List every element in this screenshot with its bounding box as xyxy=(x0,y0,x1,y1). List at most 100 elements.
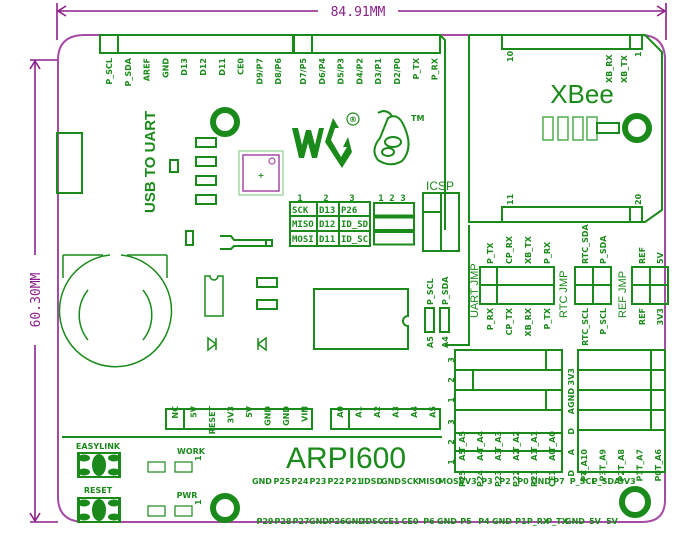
i2c-jumper: P_SCL P_SDA A5 A4 xyxy=(424,276,450,348)
pi-pin-label: GND xyxy=(309,517,329,526)
spi-cell: P26 xyxy=(341,206,357,216)
header-pin-label: D8/P6 xyxy=(274,58,283,85)
smd-pads-pair xyxy=(256,277,278,310)
row-number: 3 xyxy=(447,419,456,425)
t-label: T_A6 xyxy=(654,449,663,471)
row-number: 1 xyxy=(447,397,456,403)
svg-text:+: + xyxy=(258,171,265,180)
row-number: 2 xyxy=(447,439,456,445)
header-pin-label: D12 xyxy=(199,58,208,76)
jumper-slot xyxy=(373,202,415,217)
rtc-bottom-label: RTC_SCL xyxy=(581,308,590,346)
pi-pin-label: GND xyxy=(565,517,585,526)
pwr-led: PWR 1 xyxy=(147,491,203,517)
xbee-pin-20: 20 xyxy=(634,193,643,205)
uart-top-label: P_RX xyxy=(543,241,552,264)
pi-pin-label: IDSC xyxy=(362,517,383,526)
pi-pin-label: P_SCL xyxy=(570,477,597,486)
height-label: 60.30MM xyxy=(29,272,44,327)
t-label: T_A9 xyxy=(599,449,608,471)
ref-bottom-label: 3V3 xyxy=(656,308,665,325)
header-pin-label: GND xyxy=(161,58,170,78)
analog-pin-label: A1 xyxy=(355,406,364,418)
spi-cell: D13 xyxy=(319,206,335,216)
a-label: A5 xyxy=(458,449,467,461)
row-number: 1 xyxy=(447,459,456,465)
t-label: T_A5 xyxy=(458,431,467,453)
resistor xyxy=(185,230,194,246)
pi-pin-label: 5V xyxy=(606,517,619,526)
pi-pin-label: P28 xyxy=(275,517,292,526)
xbee-module: 10 1 11 20 XB_RX XB_TX XBee xyxy=(468,34,663,223)
a-label: A3 xyxy=(494,449,503,461)
width-dimension: 84.91MM xyxy=(56,3,667,40)
ref-bottom-label: REF xyxy=(638,308,647,325)
uart-bottom-label: P_RX xyxy=(486,307,495,330)
analog-pin-label: A0 xyxy=(336,406,345,418)
spi-cell: SCK xyxy=(292,206,309,216)
p-label: P3 xyxy=(599,470,608,481)
power-pin-label: 5V xyxy=(190,405,199,418)
analog-pin-label: A4 xyxy=(410,406,419,418)
analog-pin-label: A5 xyxy=(429,406,438,418)
waveshare-logo: ® xyxy=(292,112,360,168)
header-pin-label: D5/P3 xyxy=(337,58,346,85)
height-dimension: 60.30MM xyxy=(29,59,58,523)
ref-jmp-title: REF JMP xyxy=(617,271,629,318)
p-label: P1 xyxy=(636,470,645,482)
header-pin-label: D7/P5 xyxy=(299,58,308,85)
p-label: P23 xyxy=(494,470,503,487)
header-pin-label: D6/P4 xyxy=(318,58,327,85)
usb-connector xyxy=(56,132,83,194)
i2c-top-label-sda: P_SDA xyxy=(441,276,450,305)
width-label: 84.91MM xyxy=(331,5,386,20)
p-label: P21 xyxy=(530,470,539,487)
pi-pin-label: CE1 xyxy=(383,517,400,526)
easylink-button[interactable]: EASYLINK xyxy=(76,442,121,478)
work-label: WORK xyxy=(177,447,206,456)
easylink-label: EASYLINK xyxy=(76,442,121,451)
pi-pin-label: P2 xyxy=(499,477,510,486)
xbee-title: XBee xyxy=(550,79,614,109)
power-pin-label: RESET xyxy=(208,405,217,434)
reset-button[interactable]: RESET xyxy=(77,486,121,523)
pi-pin-label: P23 xyxy=(310,477,327,486)
power-pin-label: GND xyxy=(282,406,291,426)
i2c-bottom-label-a4: A4 xyxy=(441,336,450,348)
header-pin-label: P_TX xyxy=(412,57,421,79)
spi-col-number: 2 xyxy=(323,194,328,204)
board-title: ARPI600 xyxy=(286,442,406,475)
header-pin-label: AREF xyxy=(143,58,152,81)
jumper-slot xyxy=(373,216,415,231)
rtc-bottom-label: P_SCL xyxy=(599,308,608,335)
pi-pin-label: P29 xyxy=(257,517,274,526)
uart-bottom-label: P_TX xyxy=(543,307,552,329)
header-pin-label: D13 xyxy=(180,58,189,76)
t-label: T_A1 xyxy=(530,431,539,453)
i2c-bottom-label-a5: A5 xyxy=(426,336,435,348)
side-label: GND xyxy=(567,388,576,408)
pi-pin-label: P3 xyxy=(481,477,492,486)
pi-pin-label: P7 xyxy=(553,477,564,486)
pi-pin-label: SCK xyxy=(401,477,420,486)
xbee-rx-label: XB_RX xyxy=(605,54,614,83)
spi-cell: D12 xyxy=(319,220,335,230)
t-label: T_A3 xyxy=(494,431,503,452)
power-pin-label: NC xyxy=(171,406,180,419)
pi-pin-label: P4 xyxy=(478,517,490,526)
smd-pads-column xyxy=(195,137,217,205)
pi-pin-label: GND xyxy=(437,517,457,526)
pi-pin-label: P_RX xyxy=(527,517,550,526)
uart-bottom-label: CP_TX xyxy=(505,307,514,335)
a-label: A1 xyxy=(530,449,539,461)
xbee-pin-10: 10 xyxy=(506,50,515,62)
row-number: 3 xyxy=(447,357,456,363)
p-label: P2 xyxy=(617,470,626,481)
